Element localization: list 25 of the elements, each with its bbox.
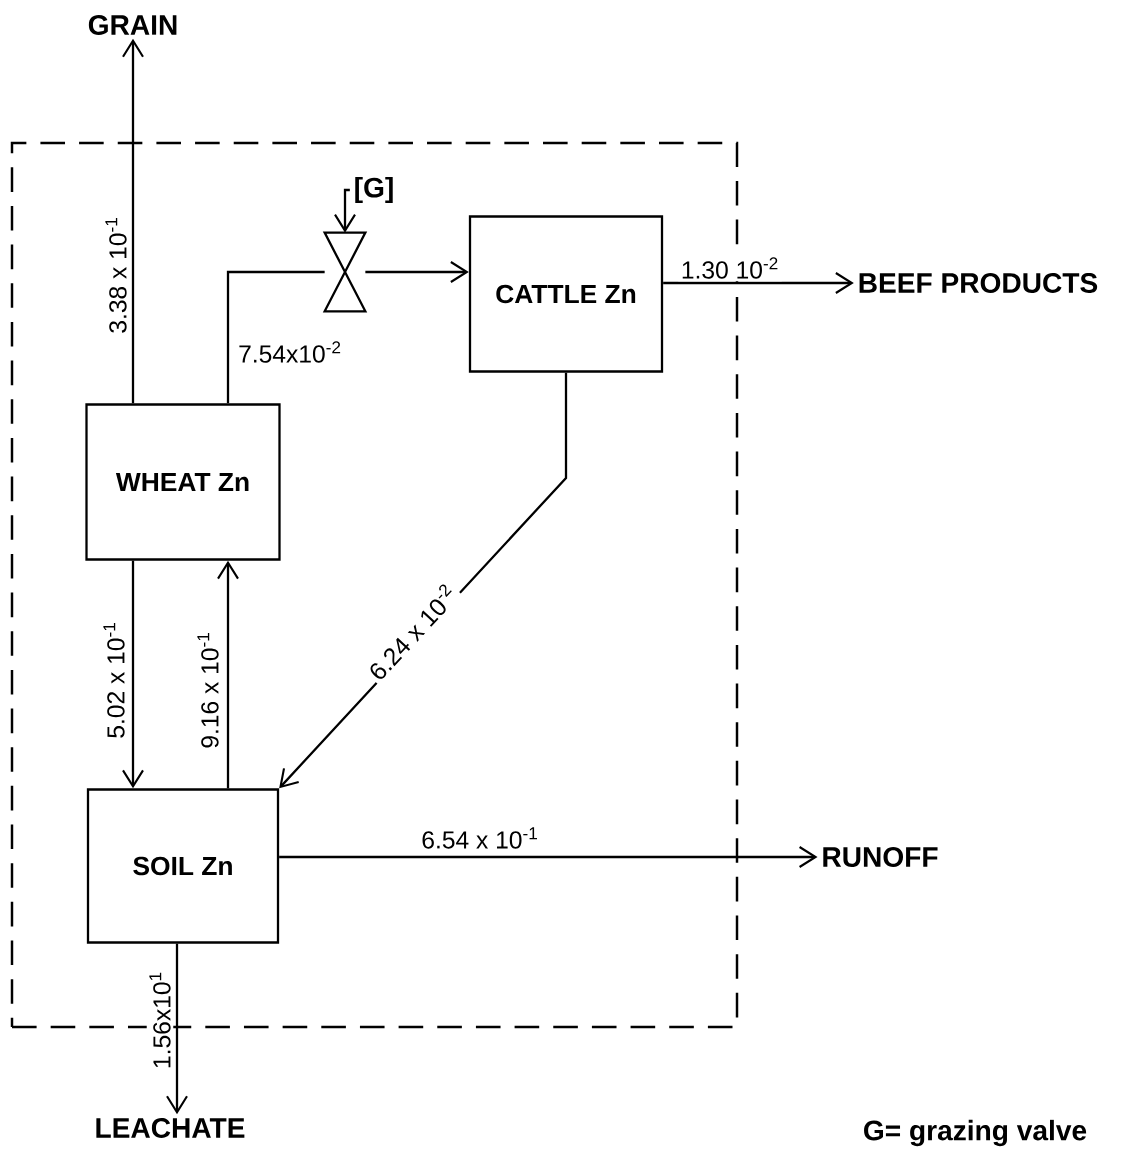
edge-label: 9.16 x 10$^{-1}$ [194, 628, 222, 752]
edge-label: 7.54x10$^{-2}$ [235, 338, 345, 366]
edge-label: 6.24 x 10$^{-2}$ [360, 578, 464, 686]
flow-label: BEEF PRODUCTS [859, 273, 1098, 293]
edge-label: 1.56x10$^{1}$ [146, 968, 174, 1072]
compartment-box: CATTLE Zn [468, 215, 664, 373]
flow-label: RUNOFF [823, 847, 938, 867]
valve-symbol [322, 231, 368, 313]
arrow [663, 272, 854, 294]
arrow [166, 943, 188, 1115]
valve-label: [G] [355, 176, 393, 204]
edge-label: 3.38 x 10$^{-1}$ [102, 213, 130, 337]
flow-label: LEACHATE [96, 1118, 245, 1138]
arrow [122, 38, 144, 404]
arrow [279, 846, 818, 868]
compartment-box: SOIL Zn [86, 788, 280, 944]
arrow [217, 560, 239, 789]
compartment-box: WHEAT Zn [85, 403, 281, 561]
edge-label: 5.02 x 10$^{-1}$ [100, 618, 128, 742]
flow-label: GRAIN [88, 15, 177, 35]
note: G= grazing valve [864, 1119, 1087, 1147]
edge-label: 1.30 10$^{-2}$ [678, 254, 782, 282]
arrow [334, 188, 356, 233]
arrow [122, 560, 144, 789]
edge-label: 6.54 x 10$^{-1}$ [418, 824, 542, 852]
